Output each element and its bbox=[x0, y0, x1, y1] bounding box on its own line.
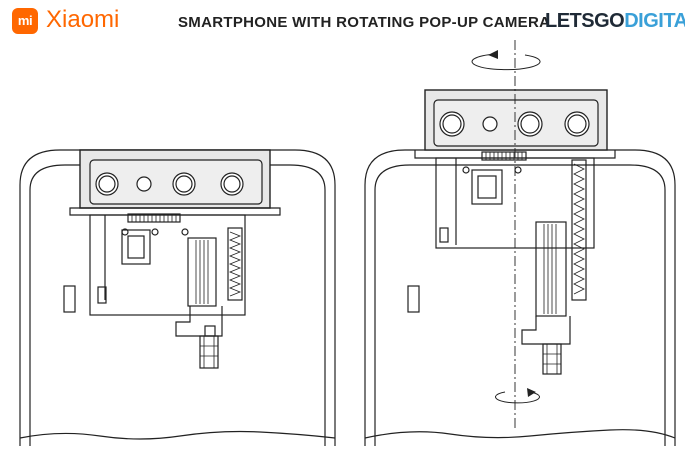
lens-2 bbox=[136, 176, 152, 192]
phone-bottom-wave-right bbox=[364, 429, 676, 439]
drive-motor bbox=[199, 335, 219, 369]
page-title: SMARTPHONE WITH ROTATING POP-UP CAMERA bbox=[178, 14, 551, 31]
logo-part-digital: DIGITAL bbox=[624, 10, 685, 32]
logo-part-letsgo: LETSGO bbox=[545, 10, 625, 32]
brand-name: Xiaomi bbox=[46, 6, 120, 33]
motor-block-right-inner bbox=[477, 175, 497, 199]
xiaomi-mi-logo: mi bbox=[12, 8, 38, 34]
lens-1-popped-inner bbox=[442, 114, 462, 134]
lens-2-popped bbox=[482, 116, 498, 132]
screw-2 bbox=[151, 228, 159, 236]
frame-slot bbox=[97, 286, 107, 304]
drive-motor-right bbox=[542, 343, 562, 375]
drive-bracket bbox=[175, 306, 223, 337]
figure-extended bbox=[364, 40, 676, 446]
lens-3-popped-inner bbox=[520, 114, 540, 134]
screw-right-1 bbox=[462, 166, 470, 174]
frame-slot-right bbox=[439, 227, 449, 243]
motor-block-right bbox=[471, 169, 503, 205]
lens-3-inner bbox=[175, 175, 193, 193]
lead-screw-housing-right bbox=[535, 221, 567, 317]
connector-pins bbox=[131, 214, 177, 222]
drive-motor-detail bbox=[200, 336, 218, 368]
rotation-arrowhead-top bbox=[488, 50, 498, 59]
screw-right-2 bbox=[514, 166, 522, 174]
mechanism-frame bbox=[89, 214, 246, 316]
header: mi Xiaomi SMARTPHONE WITH ROTATING POP-U… bbox=[0, 0, 685, 44]
lens-4-inner bbox=[223, 175, 241, 193]
figure-retracted bbox=[19, 149, 336, 446]
camera-housing-popped-inner bbox=[433, 99, 599, 147]
rotation-arrow-bottom bbox=[495, 391, 540, 404]
connector-strip bbox=[127, 213, 181, 223]
spring-housing-right bbox=[571, 159, 587, 301]
connector-pins-right bbox=[485, 152, 523, 160]
side-slot-right bbox=[407, 285, 420, 313]
rotation-arrow-top bbox=[471, 53, 541, 71]
spring-coil-right bbox=[573, 163, 585, 295]
phone-body-outline-right bbox=[364, 149, 676, 446]
lead-screw-housing bbox=[187, 237, 217, 307]
lead-screw-lines bbox=[195, 240, 209, 304]
drive-motor-right-detail bbox=[543, 344, 561, 374]
drive-bracket-right bbox=[521, 316, 571, 345]
spring-housing bbox=[227, 227, 243, 301]
lead-screw-lines-right bbox=[543, 224, 557, 314]
letsgodigital-logo: LETSGODIGITAL bbox=[545, 10, 685, 33]
motor-block bbox=[121, 229, 151, 265]
phone-bottom-wave bbox=[19, 430, 336, 440]
rotation-arrowhead-bottom bbox=[527, 388, 536, 397]
lens-4-popped-inner bbox=[567, 114, 587, 134]
screw-3 bbox=[181, 228, 189, 236]
side-slot bbox=[63, 285, 76, 313]
motor-block-inner bbox=[127, 235, 145, 259]
screw-1 bbox=[121, 228, 129, 236]
spring-coil bbox=[228, 231, 242, 297]
camera-flange bbox=[69, 207, 281, 216]
mi-logo-text: mi bbox=[17, 13, 33, 28]
drive-gear bbox=[204, 325, 216, 337]
lens-1-inner bbox=[98, 175, 116, 193]
connector-strip-right bbox=[481, 151, 527, 161]
phone-body-inner-right bbox=[374, 164, 666, 446]
